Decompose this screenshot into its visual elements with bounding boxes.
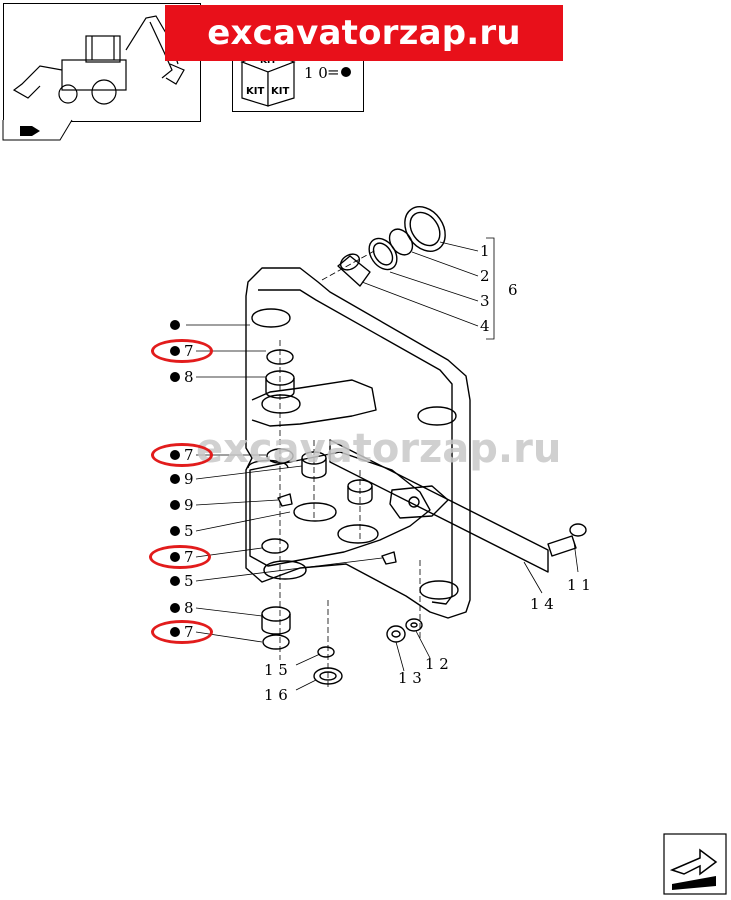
callout-7b: 7 (184, 446, 194, 464)
callout-4: 4 (480, 317, 490, 335)
kit-label-right: KIT (271, 86, 290, 97)
callout-1: 1 (480, 242, 490, 260)
bullet-dot (170, 500, 180, 510)
highlight-ring-7c (149, 545, 211, 569)
watermark-banner: excavatorzap.ru (165, 5, 563, 61)
kit-ref-number: 1 0 (304, 64, 328, 82)
callout-8b: 8 (184, 599, 194, 617)
highlight-ring-7d (151, 620, 213, 644)
bullet-dot (170, 603, 180, 613)
callout-11: 1 1 (567, 576, 591, 594)
callout-7d: 7 (184, 623, 194, 641)
bullet-dot (170, 450, 180, 460)
callout-15: 1 5 (264, 661, 288, 679)
callout-12: 1 2 (425, 655, 449, 673)
bullet-dot (170, 474, 180, 484)
bullet-dot (170, 552, 180, 562)
kit-label-left: KIT (246, 86, 265, 97)
kit-ref-dot (341, 67, 351, 77)
callout-5a: 5 (184, 522, 194, 540)
callout-14: 1 4 (530, 595, 554, 613)
callout-13: 1 3 (398, 669, 422, 687)
highlight-ring-7a (151, 339, 213, 363)
kit-label-top: KIT (260, 56, 277, 66)
callout-5b: 5 (184, 572, 194, 590)
bullet-dot (170, 320, 180, 330)
callout-8a: 8 (184, 368, 194, 386)
callout-16: 1 6 (264, 686, 288, 704)
callout-7c: 7 (184, 548, 194, 566)
callout-6: 6 (508, 281, 518, 299)
callout-9a: 9 (184, 470, 194, 488)
callout-7a: 7 (184, 342, 194, 360)
bullet-dot (170, 627, 180, 637)
kit-ref-symbol: = (327, 63, 340, 81)
bullet-dot (170, 576, 180, 586)
bullet-dot (170, 372, 180, 382)
callout-9b: 9 (184, 496, 194, 514)
callout-3: 3 (480, 292, 490, 310)
highlight-ring-7b (151, 443, 213, 467)
bullet-dot (170, 346, 180, 356)
bullet-dot (170, 526, 180, 536)
watermark-center: excavatorzap.ru (196, 426, 562, 472)
callout-2: 2 (480, 267, 490, 285)
